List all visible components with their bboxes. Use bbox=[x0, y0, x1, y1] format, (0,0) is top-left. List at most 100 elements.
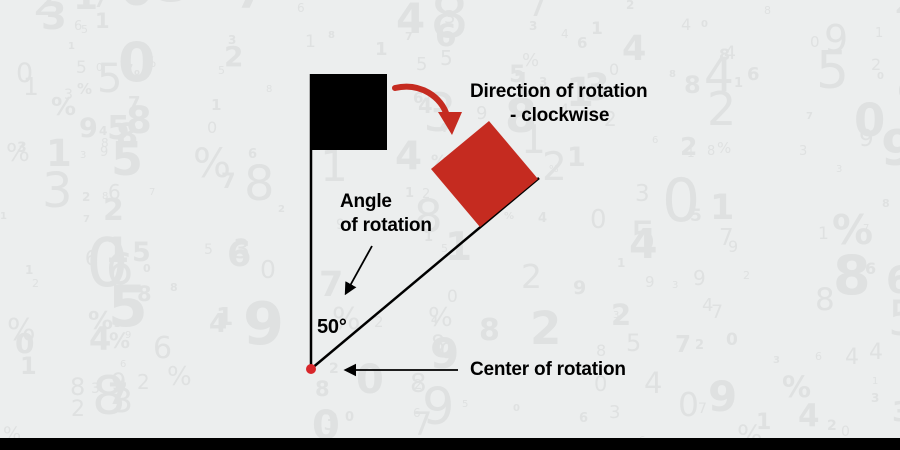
background-digit: 7 bbox=[149, 187, 155, 198]
background-digit: 8 bbox=[596, 341, 606, 360]
background-digit: 8 bbox=[315, 377, 330, 401]
background-digit: % bbox=[549, 164, 559, 175]
background-digit: 8 bbox=[479, 313, 500, 348]
background-digit: 0 bbox=[726, 330, 738, 350]
background-digit: 3 bbox=[112, 381, 133, 420]
background-digit: 4 bbox=[538, 211, 547, 226]
background-digit: 7 bbox=[698, 401, 707, 417]
background-digit: 7 bbox=[221, 169, 236, 193]
background-digit: 0 bbox=[260, 255, 276, 284]
background-digit: 1 bbox=[567, 142, 586, 173]
background-digit: 4 bbox=[561, 27, 569, 41]
background-digit: 5 bbox=[626, 329, 641, 357]
background-digit: 0 bbox=[854, 94, 885, 147]
background-digit: 6 bbox=[248, 147, 257, 162]
background-digit: 2 bbox=[871, 55, 881, 74]
background-digit: 9 bbox=[111, 368, 126, 396]
background-digit: 5 bbox=[509, 60, 526, 88]
background-digit: 9 bbox=[79, 113, 98, 144]
background-digit: 3 bbox=[836, 164, 842, 175]
background-digit: 4 bbox=[242, 0, 250, 3]
background-digit: 8 bbox=[707, 144, 715, 159]
background-digit: 8 bbox=[126, 99, 152, 142]
background-digit: 3 bbox=[444, 7, 455, 28]
background-digit: 2 bbox=[82, 190, 90, 204]
background-digit: 8 bbox=[70, 373, 85, 401]
original-square bbox=[311, 74, 387, 150]
background-digit: 2 bbox=[894, 0, 900, 22]
background-digit: 3 bbox=[114, 317, 122, 330]
direction-label-line2: - clockwise bbox=[510, 105, 610, 126]
background-digit: 9 bbox=[100, 145, 108, 160]
background-digit: 3 bbox=[42, 163, 73, 219]
background-digit: 8 bbox=[764, 4, 771, 17]
background-digit: 1 bbox=[818, 224, 829, 244]
background-digit: % bbox=[737, 420, 763, 438]
background-digit: 9 bbox=[476, 103, 487, 124]
background-digit: 5 bbox=[690, 206, 702, 226]
background-digit: 4 bbox=[439, 121, 447, 135]
background-digit: 9 bbox=[708, 372, 737, 421]
background-digit: 0 bbox=[118, 31, 156, 94]
background-digit: 3 bbox=[539, 75, 547, 89]
background-digit: 0 bbox=[16, 58, 33, 89]
background-digit: % bbox=[6, 138, 30, 167]
background-digit: 1 bbox=[756, 410, 771, 435]
background-digit: 8 bbox=[137, 282, 152, 306]
center-label: Center of rotation bbox=[470, 359, 626, 380]
background-digit: 1 bbox=[46, 132, 72, 175]
background-digit: 0 bbox=[447, 287, 458, 307]
background-digit: 8 bbox=[882, 197, 890, 210]
background-digit: 1 bbox=[687, 146, 695, 160]
background-digit: 3 bbox=[323, 407, 339, 436]
background-digit: 4 bbox=[209, 309, 227, 339]
background-digit: 0 bbox=[440, 339, 453, 363]
background-digit: 4 bbox=[622, 29, 646, 69]
angle-pointer-arrow bbox=[344, 245, 373, 296]
background-digit: 0 bbox=[594, 372, 607, 396]
background-digit: 5 bbox=[416, 54, 427, 75]
background-digit: 5 bbox=[816, 41, 849, 101]
angle-degrees-label: 50° bbox=[317, 316, 347, 338]
background-digit: 2 bbox=[32, 277, 39, 290]
background-digit: 4 bbox=[418, 94, 433, 118]
background-digit: 0 bbox=[678, 385, 699, 424]
background-digit: 1 bbox=[521, 118, 546, 163]
background-digit: 9 bbox=[573, 277, 586, 299]
background-digit: 7 bbox=[235, 0, 266, 19]
background-digit: 2 bbox=[71, 397, 85, 422]
background-digit: % bbox=[782, 370, 811, 404]
background-digit: 0 bbox=[513, 403, 520, 414]
background-digit: 1 bbox=[375, 39, 388, 60]
background-digit: % bbox=[832, 206, 873, 254]
background-digit: 9 bbox=[422, 378, 454, 437]
background-digit: 7 bbox=[128, 93, 141, 114]
background-digit: 0 bbox=[810, 33, 820, 51]
background-digit: 6 bbox=[579, 411, 588, 426]
background-digit: 1 bbox=[591, 19, 603, 39]
background-digit: 2 bbox=[33, 0, 58, 25]
background-digit: 1 bbox=[566, 70, 594, 116]
background-digit: 2 bbox=[743, 269, 750, 282]
background-digit: 1 bbox=[0, 211, 7, 222]
background-digit: 1 bbox=[216, 302, 233, 331]
background-digit: 3 bbox=[892, 395, 900, 428]
background-digit: 9 bbox=[125, 330, 131, 341]
background-digit: 3 bbox=[17, 140, 27, 156]
background-digit: 0 bbox=[312, 403, 340, 438]
background-digit: 7 bbox=[433, 0, 446, 9]
background-digit: 2 bbox=[329, 361, 339, 377]
background-digit: 4 bbox=[395, 134, 422, 179]
background-digit: 6 bbox=[652, 135, 658, 146]
background-digit: 2 bbox=[604, 107, 617, 131]
background-digit: 1 bbox=[424, 230, 433, 245]
background-digit: 8 bbox=[410, 369, 427, 399]
background-digit: 9 bbox=[336, 217, 345, 233]
background-digit: 2 bbox=[542, 145, 567, 190]
background-digit: 4 bbox=[89, 320, 111, 358]
background-digit: 0 bbox=[86, 224, 129, 302]
background-digit: 8 bbox=[833, 244, 871, 307]
background-digit: 8 bbox=[244, 156, 275, 212]
background-digit: 1 bbox=[211, 96, 221, 114]
background-digit: 4 bbox=[560, 102, 569, 118]
